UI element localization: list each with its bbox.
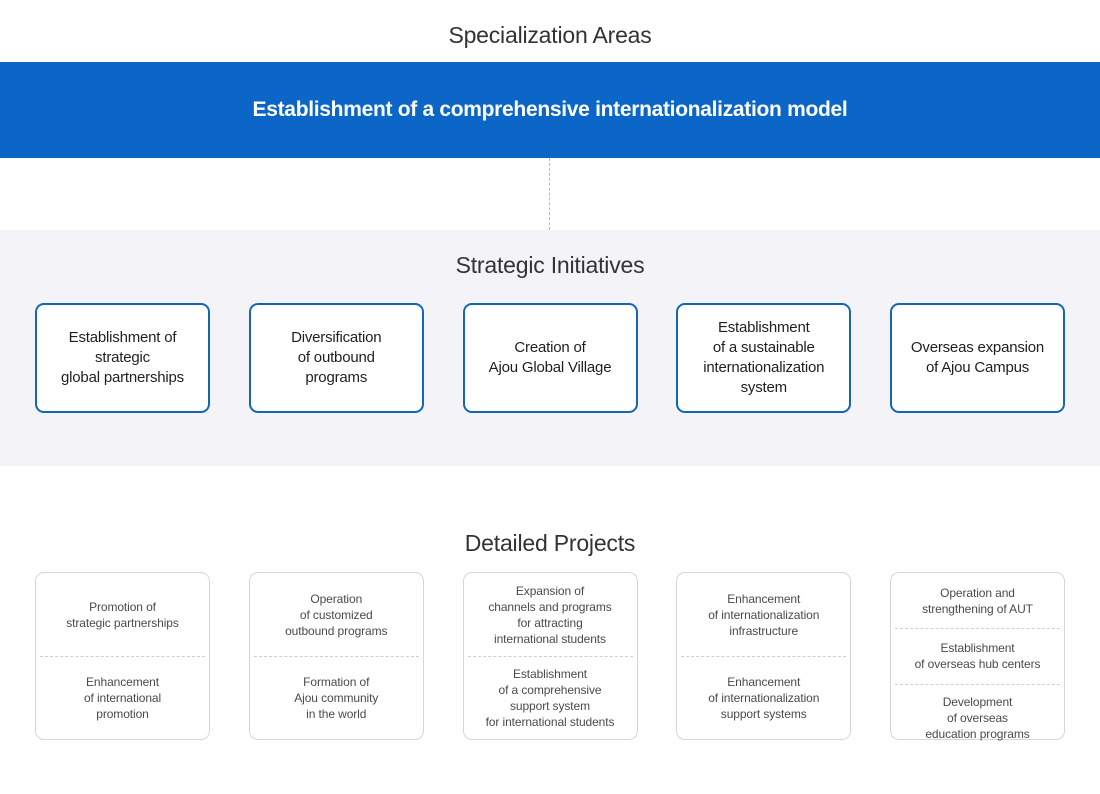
project-label: Expansion of channels and programs for a… [488,583,612,646]
project-item[interactable]: Development of overseas education progra… [895,683,1060,751]
detailed-projects-row: Promotion of strategic partnerships Enha… [35,572,1065,741]
project-box-5[interactable]: Operation and strengthening of AUT Estab… [890,572,1065,741]
project-label: Operation of customized outbound program… [285,591,388,638]
specialization-areas-heading: Specialization Areas [448,22,652,48]
detailed-projects-heading: Detailed Projects [464,530,636,556]
initiative-box-4[interactable]: Establishment of a sustainable internati… [676,303,852,413]
project-item[interactable]: Enhancement of internationalization infr… [681,573,846,656]
comprehensive-model-banner: Establishment of a comprehensive interna… [0,62,1100,158]
project-item[interactable]: Establishment of overseas hub centers [895,628,1060,683]
initiative-label: Establishment of strategic global partne… [61,329,184,386]
project-item[interactable]: Enhancement of internationalization supp… [681,656,847,739]
banner-title: Establishment of a comprehensive interna… [252,98,848,121]
initiative-box-5[interactable]: Overseas expansion of Ajou Campus [890,303,1065,413]
project-box-1[interactable]: Promotion of strategic partnerships Enha… [35,572,210,740]
project-item[interactable]: Operation of customized outbound program… [254,573,419,656]
project-item[interactable]: Establishment of a comprehensive support… [467,656,633,739]
project-label: Establishment of a comprehensive support… [485,667,615,729]
project-label: Promotion of strategic partnerships [66,599,179,630]
initiative-label: Overseas expansion of Ajou Campus [910,339,1045,376]
initiative-label: Diversification of outbound programs [291,329,382,386]
project-item[interactable]: Promotion of strategic partnerships [40,573,205,656]
initiative-box-3[interactable]: Creation of Ajou Global Village [462,303,638,413]
project-box-3[interactable]: Expansion of channels and programs for a… [462,572,638,740]
specialization-areas-section: Specialization Areas Establishment of a … [0,0,1100,158]
project-item[interactable]: Expansion of channels and programs for a… [468,573,633,656]
strategic-initiatives-heading: Strategic Initiatives [455,252,645,278]
project-label: Enhancement of international promotion [83,675,162,721]
project-label: Establishment of overseas hub centers [914,641,1041,672]
detailed-projects-section: Detailed Projects Promotion of strategic… [0,466,1100,794]
project-label: Development of overseas education progra… [925,694,1030,741]
project-label: Enhancement of internationalization supp… [708,675,820,721]
project-label: Formation of Ajou community in the world [294,675,379,721]
project-item[interactable]: Enhancement of international promotion [40,656,205,739]
initiative-box-2[interactable]: Diversification of outbound programs [248,303,424,413]
initiative-label: Creation of Ajou Global Village [488,339,612,376]
project-box-2[interactable]: Operation of customized outbound program… [248,572,424,740]
project-item[interactable]: Formation of Ajou community in the world [253,656,419,739]
strategic-initiatives-section: Strategic Initiatives Establishment of s… [0,230,1100,466]
connector-line-top [549,158,550,230]
initiative-label: Establishment of a sustainable internati… [703,319,825,396]
project-item[interactable]: Operation and strengthening of AUT [895,573,1060,628]
strategic-initiatives-row: Establishment of strategic global partne… [35,303,1065,413]
project-box-4[interactable]: Enhancement of internationalization infr… [676,572,852,740]
project-label: Enhancement of internationalization infr… [708,591,820,638]
initiative-box-1[interactable]: Establishment of strategic global partne… [35,303,210,413]
project-label: Operation and strengthening of AUT [922,585,1033,616]
